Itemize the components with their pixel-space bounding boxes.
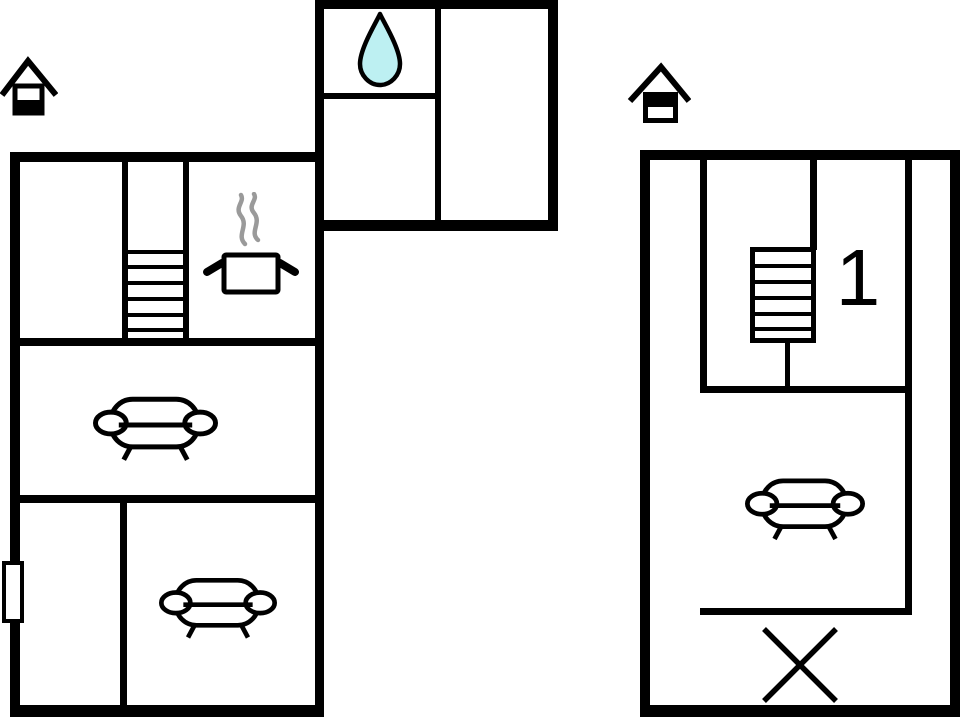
sofa-icon — [159, 577, 277, 639]
gf-wall-mid-lower — [20, 495, 315, 503]
annex-wall-divider-vertical — [435, 9, 441, 220]
annex-wall-top — [315, 0, 558, 9]
stair-tread — [128, 297, 183, 301]
ff-staircase — [750, 247, 816, 343]
ff-wall-top — [640, 150, 960, 160]
cooking-pot-icon — [203, 192, 299, 295]
stair-tread — [128, 328, 183, 332]
stair-tread — [128, 313, 183, 317]
room-number-label: 1 — [835, 233, 881, 322]
house-first-floor-icon — [627, 62, 691, 123]
stair-tread — [755, 264, 811, 268]
stair-tread — [128, 281, 183, 285]
stair-tread — [128, 265, 183, 269]
ff-wall-stair-right — [810, 160, 817, 250]
gf-wall-mid-upper — [20, 338, 315, 346]
annex-wall-divider-horizontal — [324, 93, 435, 99]
gf-wall-bottom — [10, 705, 324, 717]
ff-wall-mid-lower — [700, 608, 912, 615]
ff-wall-mid-upper — [700, 386, 912, 393]
ff-wall-right — [950, 150, 960, 717]
gf-wall-bottom-divider — [120, 503, 127, 705]
ff-stair-handrail — [785, 343, 790, 387]
stair-tread — [755, 280, 811, 284]
stair-tread — [755, 312, 811, 316]
stair-tread — [755, 327, 811, 331]
annex-wall-bottom — [315, 220, 558, 231]
gf-wall-left — [10, 152, 20, 717]
water-drop-icon — [357, 11, 403, 88]
ff-wall-bottom — [640, 705, 960, 717]
ff-wall-left — [640, 150, 650, 717]
gf-stair-wall-right — [183, 162, 189, 345]
gf-stair-wall-left — [122, 162, 128, 345]
sofa-icon — [745, 478, 865, 541]
stair-tread — [128, 250, 183, 254]
gf-wall-top — [10, 152, 324, 162]
window — [2, 561, 24, 623]
annex-wall-right — [548, 0, 558, 231]
ff-wall-hall-left — [700, 160, 707, 393]
house-ground-floor-icon — [0, 56, 58, 116]
cross-icon — [762, 627, 838, 703]
sofa-icon — [93, 396, 218, 461]
stair-tread — [755, 296, 811, 300]
gf-wall-right — [315, 0, 324, 717]
